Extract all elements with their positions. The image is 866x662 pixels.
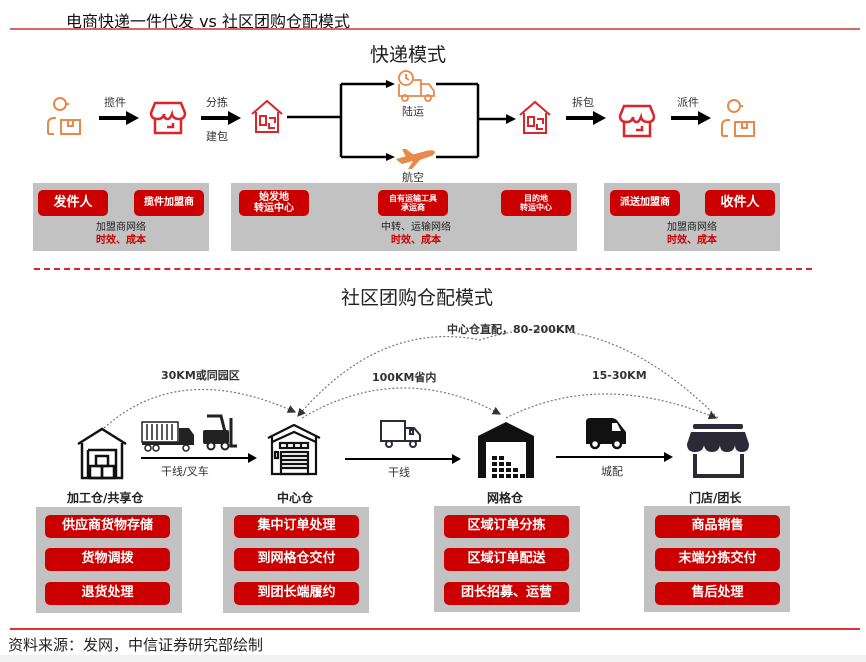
task-button[interactable]: 退货处理 [45, 582, 170, 605]
arc-city [505, 393, 718, 420]
delivery-truck-clock-icon [398, 70, 435, 102]
network-label: 中转、运输网络 [381, 222, 451, 233]
arc-province-label: 100KM省内 [372, 371, 437, 384]
arrow-trunk [345, 454, 461, 464]
receiver-button[interactable]: 收件人 [705, 190, 775, 216]
network-label: 加盟商网络 [667, 222, 717, 233]
task-button[interactable]: 末端分拣交付 [655, 548, 780, 571]
step-air-label: 航空 [402, 171, 424, 184]
link-city-label: 城配 [601, 465, 623, 478]
collect-franchise-button[interactable]: 揽件加盟商 [134, 190, 204, 216]
task-button[interactable]: 到网格仓交付 [234, 548, 359, 571]
arrow-collect [99, 111, 139, 125]
arc-park [103, 389, 297, 429]
airplane-icon [396, 149, 435, 169]
source-rule [10, 628, 860, 630]
arc-city-label: 15-30KM [592, 369, 647, 382]
courier-person-icon [47, 97, 81, 135]
arrow-city [556, 452, 673, 462]
link-trunk-label: 干线 [388, 466, 410, 479]
step-pack-label: 建包 [206, 130, 228, 143]
factors-label: 时效、成本 [667, 234, 717, 246]
node-central-name: 中心仓 [277, 491, 314, 505]
store-icon [618, 104, 656, 138]
node-central-tasks: 集中订单处理 到网格仓交付 到团长端履约 [223, 507, 369, 613]
store-icon [149, 101, 187, 135]
dest-hub-button[interactable]: 目的地 转运中心 [501, 190, 571, 216]
section-divider [34, 268, 812, 270]
node-grid-name: 网格仓 [487, 491, 524, 505]
carrier-button[interactable]: 自有运输工具 承运商 [378, 190, 448, 216]
arrow-sort [201, 111, 241, 125]
courier-person-icon [721, 99, 755, 137]
origin-hub-button[interactable]: 始发地 转运中心 [239, 190, 309, 216]
task-button[interactable]: 货物调拨 [45, 548, 170, 571]
network-label: 加盟商网络 [96, 222, 146, 233]
arrowhead-air [386, 153, 395, 161]
node-processing-name: 加工仓/共享仓 [67, 491, 144, 505]
source-note: 资料来源：发网，中信证券研究部绘制 [8, 636, 264, 654]
factors-label: 时效、成本 [391, 234, 441, 246]
step-land-label: 陆运 [402, 105, 424, 118]
node-store-name: 门店/团长 [689, 491, 742, 505]
arrow-deliver [671, 111, 711, 125]
arrow-trunk-forklift [141, 453, 257, 463]
group-origin-franchise: 发件人 揽件加盟商 加盟商网络 时效、成本 [33, 183, 209, 251]
node-grid-tasks: 区域订单分拣 区域订单配送 团长招募、运营 [434, 506, 580, 612]
task-button[interactable]: 售后处理 [655, 582, 780, 605]
arrow-unpack [566, 111, 606, 125]
task-button[interactable]: 商品销售 [655, 515, 780, 538]
split-lines [287, 82, 508, 159]
step-sort-label: 分拣 [206, 96, 228, 109]
house-transfer-icon [251, 99, 283, 133]
task-button[interactable]: 区域订单配送 [444, 548, 569, 571]
factors-label: 时效、成本 [96, 234, 146, 246]
warehouse-solid-icon [478, 422, 534, 478]
arrowhead-dest [506, 114, 516, 124]
footer-band [0, 655, 866, 662]
arc-direct-label: 中心仓直配，80-200KM [447, 323, 576, 336]
forklift-icon [203, 414, 237, 451]
link-trunk-forklift-label: 干线/叉车 [161, 465, 209, 478]
group-transit-network: 始发地 转运中心 自有运输工具 承运商 目的地 转运中心 中转、运输网络 时效、… [231, 183, 577, 251]
storefront-icon [687, 424, 749, 478]
container-truck-icon [141, 421, 194, 452]
step-unpack-label: 拆包 [572, 96, 594, 109]
warehouse-door-icon [267, 423, 321, 476]
arrowhead-land [386, 80, 395, 88]
arc-direct [297, 329, 719, 419]
node-store-tasks: 商品销售 末端分拣交付 售后处理 [644, 506, 790, 612]
group-dest-franchise: 派送加盟商 收件人 加盟商网络 时效、成本 [604, 183, 780, 251]
van-icon [586, 418, 626, 450]
task-button[interactable]: 区域订单分拣 [444, 515, 569, 538]
arc-province [301, 387, 502, 419]
sender-button[interactable]: 发件人 [38, 190, 108, 216]
community-section-title: 社区团购仓配模式 [340, 287, 494, 309]
delivery-franchise-button[interactable]: 派送加盟商 [610, 190, 680, 216]
distance-arcs [103, 329, 719, 429]
task-button[interactable]: 到团长端履约 [234, 582, 359, 605]
figure-title: 电商快递一件代发 vs 社区团购仓配模式 [66, 12, 350, 31]
arc-park-label: 30KM或同园区 [161, 369, 240, 382]
warehouse-boxes-icon [77, 427, 127, 480]
express-section-title: 快递模式 [369, 44, 447, 66]
title-rule [10, 28, 860, 30]
node-processing-tasks: 供应商货物存储 货物调拨 退货处理 [36, 507, 182, 613]
task-button[interactable]: 团长招募、运营 [444, 582, 569, 605]
step-collect-label: 揽件 [104, 96, 126, 109]
step-deliver-label: 派件 [677, 96, 699, 109]
house-transfer-icon [519, 100, 551, 134]
task-button[interactable]: 供应商货物存储 [45, 515, 170, 538]
task-button[interactable]: 集中订单处理 [234, 515, 359, 538]
box-truck-icon [380, 420, 421, 448]
